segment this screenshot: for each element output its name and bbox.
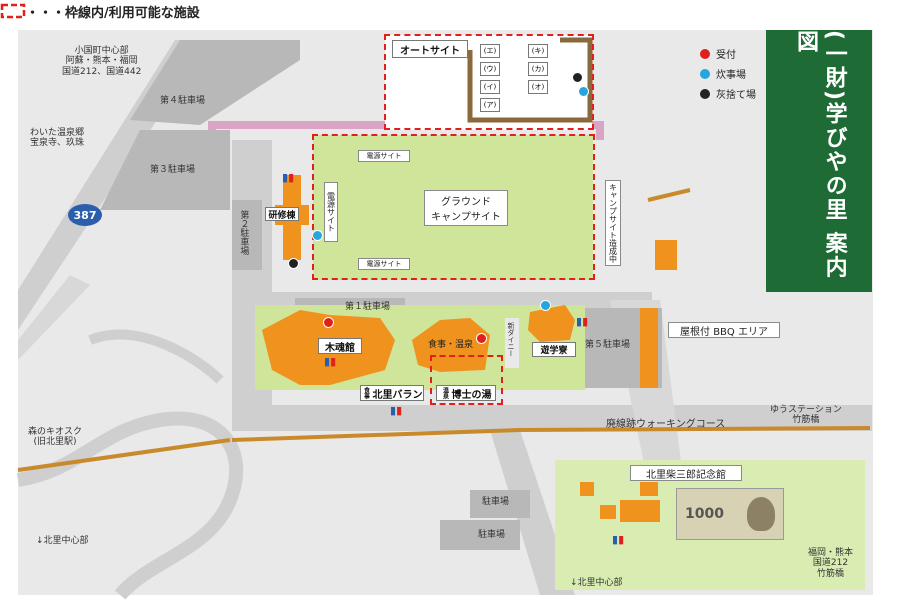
power-site-bottom[interactable]: 電源サイト (358, 258, 410, 270)
reception-icon (700, 48, 710, 59)
ash-disposal-icon (288, 258, 299, 269)
new-dining-building (505, 318, 519, 368)
auto-plot-ka[interactable]: (カ) (528, 62, 548, 76)
portrait-icon (747, 497, 775, 531)
hakase-tag: 温泉 (441, 387, 449, 399)
cooking-icon (312, 230, 323, 241)
museum-label[interactable]: 北里柴三郎記念館 (630, 465, 742, 481)
auto-plot-ki[interactable]: (キ) (528, 44, 548, 58)
reception-icon (323, 317, 334, 328)
museum-block-3 (620, 500, 660, 522)
parking-label-2: 第２駐車場 (238, 210, 249, 255)
auto-plot-o[interactable]: (オ) (528, 80, 548, 94)
sign-north: 小国町中心部 阿蘇・熊本・福岡 国道212、国道442 (62, 46, 142, 77)
side-road (18, 275, 90, 360)
legend-label: 灰捨て場 (716, 90, 756, 101)
route-number: 387 (73, 208, 97, 222)
parking-lot-4 (130, 40, 300, 125)
legend-cooking: 炊事場 (700, 66, 746, 81)
legend-header: ・・・枠線内/利用可能な施設 (0, 0, 200, 22)
available-frame-hakase (430, 355, 503, 405)
curve-road-mid (88, 329, 224, 384)
auto-plot-i[interactable]: (イ) (480, 80, 500, 94)
bbq-area-label[interactable]: 屋根付 BBQ エリア (668, 322, 780, 338)
available-frame-auto (384, 34, 594, 130)
banknote-value: 1000 (685, 506, 724, 522)
baran-tag: 食事 (362, 387, 370, 399)
legend-header-text: ・・・枠線内/利用可能な施設 (26, 5, 200, 21)
yugakuryo-building (528, 305, 575, 342)
parking-label-3: 第３駐車場 (150, 165, 196, 175)
parking-label-5: 第５駐車場 (585, 340, 631, 350)
new-dining-label[interactable]: 新ダイニー (507, 322, 516, 357)
mokkonkan-label[interactable]: 木魂館 (318, 338, 362, 354)
legend-label: 受付 (716, 50, 736, 61)
small-building-east (655, 240, 677, 270)
parking-label-b: 駐車場 (478, 530, 506, 540)
legend-ash: 灰捨て場 (700, 86, 756, 101)
curve-road-left (16, 411, 244, 600)
auto-plot-u[interactable]: (ウ) (480, 62, 500, 76)
cooking-icon (540, 300, 551, 311)
available-frame-ground (312, 134, 595, 280)
walking-course-line (231, 426, 871, 442)
auto-site-label[interactable]: オートサイト (392, 40, 468, 58)
auto-site-path (467, 37, 593, 123)
kitasato-baran-label[interactable]: 食事 北里バラン (360, 385, 424, 401)
walking-course-west (17, 438, 231, 472)
museum-block-2 (600, 505, 616, 519)
cooking-icon (578, 86, 589, 97)
sign-kitasato-sw: ↓北里中心部 (36, 536, 89, 546)
legend-reception: 受付 (700, 46, 736, 61)
parking-label-4: 第４駐車場 (160, 96, 206, 106)
parking-label-a: 駐車場 (482, 497, 510, 507)
yugakuryo-label[interactable]: 遊学寮 (532, 342, 576, 357)
meal-onsen-label[interactable]: 食事・温泉 (428, 340, 474, 350)
camp-construction-label: キャンプサイト造成中 (605, 180, 621, 266)
banknote-image: 1000 (676, 488, 784, 540)
power-site-top[interactable]: 電源サイト (358, 150, 410, 162)
sign-kiosk: 森のキオスク (旧北里駅) (28, 427, 83, 448)
hakase-no-yu-label[interactable]: 温泉 博士の湯 (436, 385, 496, 401)
path-east (647, 188, 691, 202)
reception-icon (476, 333, 487, 344)
ground-camp-label[interactable]: グラウンド キャンプサイト (424, 190, 508, 226)
parking-label-1: 第１駐車場 (345, 302, 391, 312)
sign-kitasato-s: ↓北里中心部 (570, 578, 623, 588)
parking-lot-b (440, 520, 520, 550)
baran-name: 北里バラン (372, 389, 423, 401)
cooking-icon (700, 68, 710, 79)
museum-block-1 (580, 482, 594, 496)
toilet-icon: ▮▮ (390, 404, 403, 417)
sign-onsen: わいた温泉郷 宝泉寺、玖珠 (30, 128, 85, 149)
power-site-left[interactable]: 電源サイト (324, 182, 338, 242)
training-building-label[interactable]: 研修棟 (265, 207, 299, 221)
road-south-branch (490, 430, 575, 595)
ash-disposal-icon (572, 72, 583, 83)
dashed-frame-icon (0, 3, 26, 19)
route-387-badge: 387 (68, 204, 102, 226)
legend-label: 炊事場 (716, 70, 746, 81)
museum-block-4 (640, 482, 658, 496)
parking-lot-2 (232, 200, 262, 270)
hakase-name: 博士の湯 (451, 389, 492, 401)
toilet-icon: ▮▮ (282, 171, 295, 184)
toilet-icon: ▮▮ (612, 533, 625, 546)
parking-lot-a (470, 490, 530, 518)
auto-plot-a[interactable]: (ア) (480, 98, 500, 112)
toilet-icon: ▮▮ (576, 315, 589, 328)
ash-disposal-icon (700, 88, 710, 99)
sign-fukuoka: 福岡・熊本 国道212 竹筋橋 (808, 548, 854, 579)
title-board: (一財)学びやの里 案内図 (766, 30, 872, 292)
auto-plot-e[interactable]: (エ) (480, 44, 500, 58)
bbq-building (640, 308, 658, 388)
parking-lot-3 (100, 130, 230, 210)
toilet-icon: ▮▮ (324, 355, 337, 368)
sign-yu-station: ゆうステーション 竹筋橋 (770, 405, 842, 426)
walking-course-label: 廃線跡ウォーキングコース (606, 419, 726, 430)
map-title: (一財)学びやの里 案内図 (793, 30, 847, 280)
